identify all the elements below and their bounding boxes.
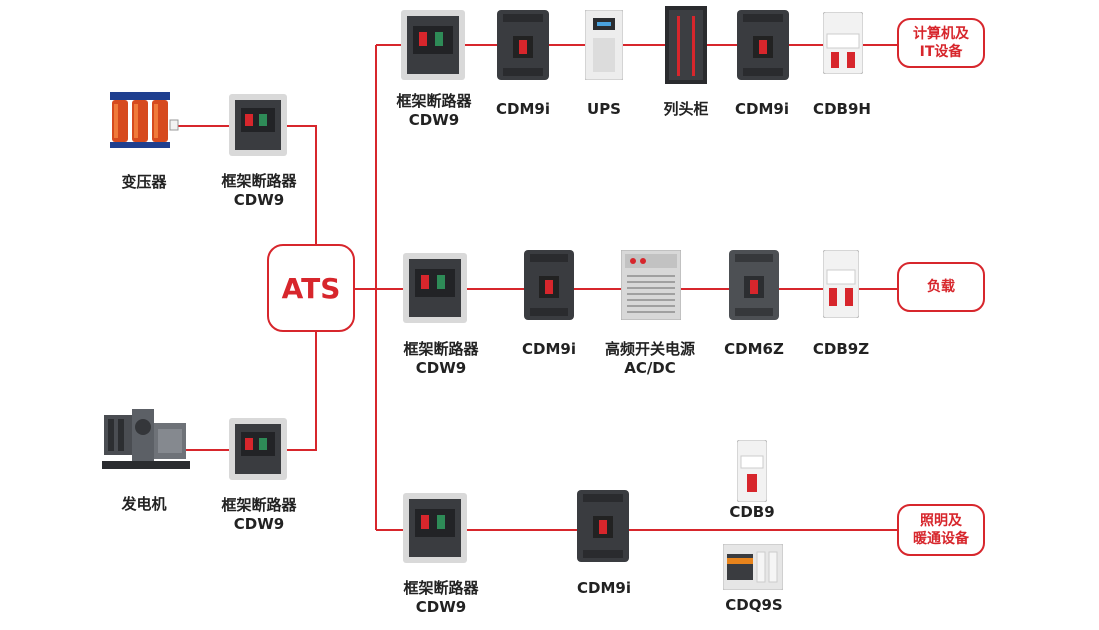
cdq9s-icon: [723, 544, 783, 590]
ups-icon: [585, 10, 623, 80]
cdm6z-label: CDM6Z: [724, 340, 784, 358]
cdb9-icon: [737, 440, 767, 502]
cdm6z-icon: [729, 250, 779, 320]
generator-label: 发电机: [121, 495, 167, 513]
power-supply-icon: [621, 250, 681, 320]
dc-load-box: 负载: [897, 262, 985, 312]
lighting-load-box: 照明及暖通设备: [897, 504, 985, 556]
column-cabinet-icon: [665, 6, 707, 84]
cdq9s-label: CDQ9S: [725, 596, 783, 614]
ups-label: UPS: [587, 100, 621, 118]
it-cdm9i-icon: [497, 10, 549, 80]
dc-frame-breaker-icon: [403, 253, 467, 323]
cdb9-label: CDB9: [729, 503, 775, 521]
column-cabinet-label: 列头柜: [663, 100, 709, 118]
frame-breaker-top-icon: [229, 94, 287, 156]
dc-cdm9i-label: CDM9i: [522, 340, 576, 358]
cdb9z-icon: [823, 250, 859, 318]
cdb9h-label: CDB9H: [813, 100, 871, 118]
it-frame-breaker-icon: [401, 10, 465, 80]
transformer-label: 变压器: [121, 173, 167, 191]
cdb9h-icon: [823, 12, 863, 74]
generator-icon: [102, 409, 190, 469]
cdb9z-label: CDB9Z: [812, 340, 870, 358]
it-cdm9i-label: CDM9i: [496, 100, 550, 118]
ats-box: ATS: [267, 244, 355, 332]
transformer-icon: [110, 92, 179, 148]
dc-cdm9i-icon: [524, 250, 574, 320]
lighting-frame-breaker-icon: [403, 493, 467, 563]
it-cdm9i-2-icon: [737, 10, 789, 80]
wire-transformer-to-ats: [178, 125, 317, 244]
it-cdm9i-2-label: CDM9i: [735, 100, 789, 118]
lighting-cdm9i-icon: [577, 490, 629, 562]
lighting-cdm9i-label: CDM9i: [577, 579, 631, 597]
frame-breaker-bottom-icon: [229, 418, 287, 480]
